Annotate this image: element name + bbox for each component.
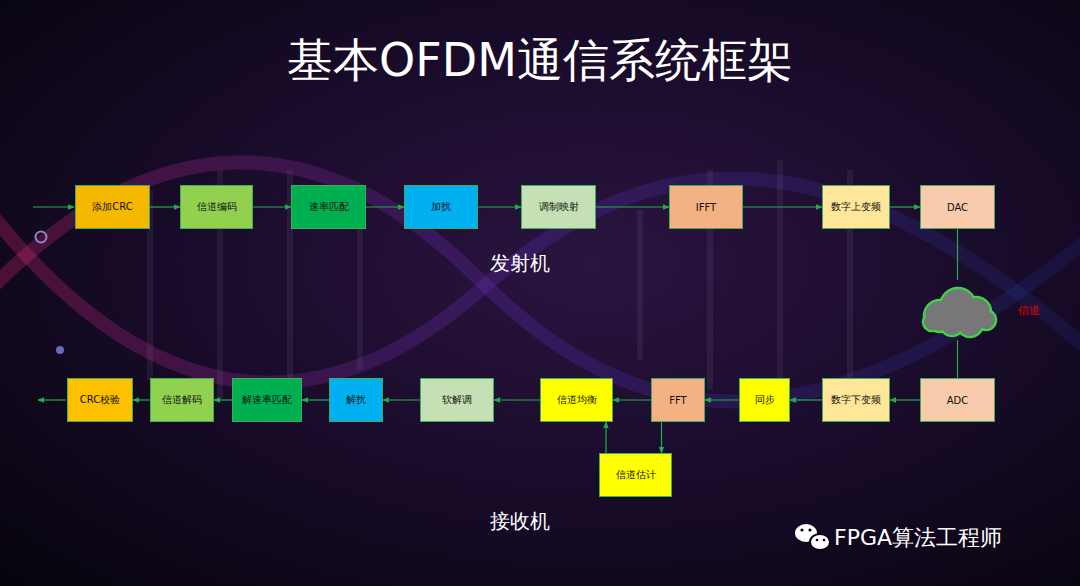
flow-arrow (133, 399, 150, 400)
process-box: 速率匹配 (291, 185, 366, 229)
process-box: 解速率匹配 (232, 378, 302, 422)
flow-arrow (366, 206, 404, 207)
process-box: 调制映射 (521, 185, 596, 229)
process-box: DAC (920, 185, 995, 229)
flow-arrow (302, 399, 329, 400)
box-label: IFFT (696, 202, 716, 213)
process-box: 信道估计 (599, 453, 672, 497)
cloud-fill (925, 315, 940, 330)
dna-helix (0, 162, 1080, 401)
section-label: 发射机 (490, 250, 550, 277)
flow-arrow (253, 206, 291, 207)
flow-arrow (743, 206, 822, 207)
process-box: 信道均衡 (540, 378, 613, 422)
flow-arrow (494, 399, 540, 400)
input-arrow (33, 206, 74, 207)
process-box: ADC (920, 378, 995, 422)
box-label: ADC (947, 395, 969, 406)
flow-arrow (605, 422, 606, 453)
box-label: DAC (947, 202, 968, 213)
decor-dot (56, 346, 64, 354)
flow-arrow (790, 399, 822, 400)
cloud-puffs (923, 288, 996, 337)
box-label: 数字上变频 (831, 200, 881, 214)
process-box: 数字上变频 (822, 185, 890, 229)
box-label: 信道估计 (616, 468, 656, 482)
flow-arrow (957, 229, 958, 280)
dna-rungs (150, 160, 850, 400)
watermark: FPGA算法工程师 (834, 523, 1002, 553)
box-label: 调制映射 (539, 200, 579, 214)
flow-arrow (957, 340, 958, 378)
box-label: 信道均衡 (557, 393, 597, 407)
decor-ring (36, 232, 47, 243)
process-box: FFT (651, 378, 705, 422)
box-label: 信道编码 (197, 200, 237, 214)
flow-arrow (596, 206, 669, 207)
box-label: 数字下变频 (831, 393, 881, 407)
process-box: 信道解码 (150, 378, 214, 422)
flow-arrow (661, 422, 662, 453)
flow-arrow (478, 206, 521, 207)
process-box: 同步 (739, 378, 790, 422)
process-box: 信道编码 (180, 185, 253, 229)
process-box: 数字下变频 (822, 378, 890, 422)
flow-arrow (705, 399, 739, 400)
channel-label: 信道 (1018, 303, 1040, 318)
flow-arrow (613, 399, 651, 400)
box-label: 解扰 (346, 393, 366, 407)
section-label: 接收机 (490, 508, 550, 535)
process-box: 解扰 (329, 378, 383, 422)
flow-arrow (150, 206, 180, 207)
cloud-shape (918, 280, 998, 340)
box-label: FFT (669, 395, 686, 406)
box-label: 解速率匹配 (242, 393, 292, 407)
box-label: 加扰 (431, 200, 451, 214)
channel-cloud: 信道 (918, 280, 998, 340)
box-label: 速率匹配 (309, 200, 349, 214)
box-label: CRC校验 (80, 393, 120, 407)
flow-arrow (890, 206, 920, 207)
box-label: 同步 (755, 393, 775, 407)
process-box: CRC校验 (67, 378, 133, 422)
process-box: IFFT (669, 185, 743, 229)
process-box: 软解调 (420, 378, 494, 422)
process-box: 添加CRC (75, 185, 150, 229)
box-label: 信道解码 (162, 393, 202, 407)
process-box: 加扰 (404, 185, 478, 229)
wechat-icon (795, 524, 830, 550)
box-label: 添加CRC (92, 200, 132, 214)
output-arrow (38, 399, 66, 400)
box-label: 软解调 (442, 393, 472, 407)
flow-arrow (214, 399, 232, 400)
flow-arrow (890, 399, 920, 400)
flow-arrow (383, 399, 420, 400)
diagram-title: 基本OFDM通信系统框架 (0, 30, 1080, 90)
cloud-fill (959, 313, 982, 336)
